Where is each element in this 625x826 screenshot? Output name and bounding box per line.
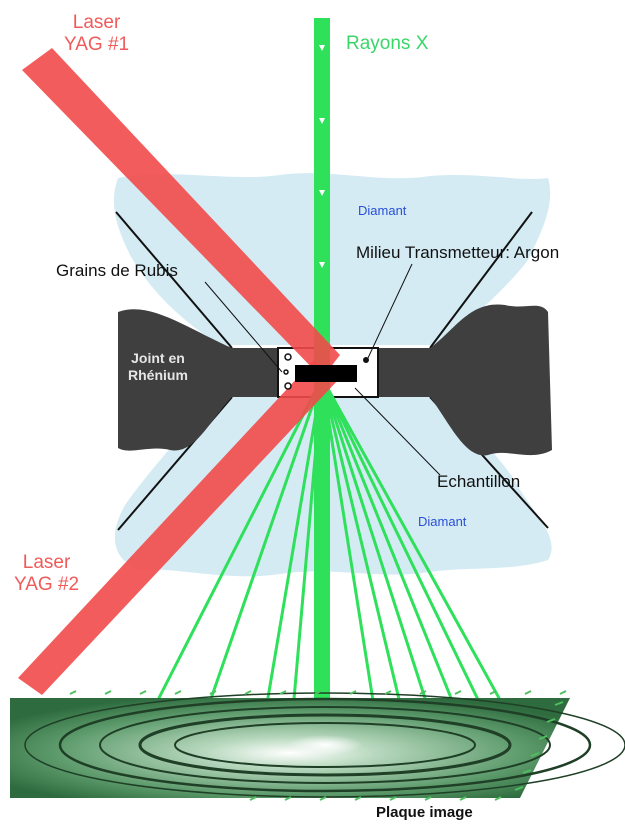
diffraction-rings bbox=[24, 692, 625, 798]
diffracted-beam bbox=[320, 377, 527, 746]
plate-tick bbox=[489, 690, 497, 695]
plate-tick bbox=[454, 690, 462, 695]
diffracted-beam bbox=[320, 377, 412, 746]
diffracted-beam bbox=[320, 377, 472, 746]
plate-tick bbox=[279, 690, 287, 695]
sample-label: Echantillon bbox=[437, 472, 521, 491]
laser-yag2-label: Laser YAG #2 bbox=[14, 552, 79, 596]
xray-label: Rayons X bbox=[346, 33, 429, 54]
diamond-top-label: Diamant bbox=[358, 203, 407, 218]
plate-tick bbox=[522, 769, 532, 774]
plate-tick bbox=[249, 796, 257, 801]
leader-lines bbox=[204, 263, 441, 476]
diffracted-beam bbox=[133, 377, 324, 746]
plate-tick bbox=[104, 690, 112, 695]
laser-yag2-label-line1: Laser bbox=[22, 552, 71, 573]
plate-tick bbox=[209, 690, 217, 695]
laser-yag2-label-line2: YAG #2 bbox=[14, 574, 80, 595]
plate-tick bbox=[314, 690, 322, 695]
plate-tick bbox=[524, 690, 532, 695]
argon-dot bbox=[363, 357, 369, 363]
plate-edge-ticks bbox=[69, 690, 567, 801]
plate-tick bbox=[284, 796, 292, 801]
sample bbox=[295, 365, 357, 382]
plate-tick bbox=[494, 796, 502, 801]
diffracted-beam bbox=[320, 377, 502, 746]
plate-tick bbox=[424, 796, 432, 801]
plate-tick bbox=[349, 690, 357, 695]
plate-tick bbox=[419, 690, 427, 695]
diffracted-beam bbox=[258, 377, 324, 746]
plate-tick bbox=[546, 718, 556, 723]
pressure-medium-label: Milieu Transmetteur: Argon bbox=[356, 243, 560, 262]
plate-tick bbox=[69, 690, 77, 695]
gasket-label-line2: Rhénium bbox=[128, 367, 188, 383]
xray-direction-arrows bbox=[319, 45, 325, 268]
diffracted-beam bbox=[193, 377, 324, 746]
plate-tick bbox=[459, 796, 467, 801]
plate-tick bbox=[559, 690, 567, 695]
image-plate-label: Plaque image bbox=[376, 804, 473, 821]
plate-tick bbox=[384, 690, 392, 695]
laser-yag1-label-line2: YAG #1 bbox=[64, 34, 130, 55]
diffracted-beam bbox=[320, 377, 442, 746]
plate-tick bbox=[244, 690, 252, 695]
beam-spot bbox=[287, 735, 363, 755]
ruby-grains-label: Grains de Rubis bbox=[56, 261, 178, 280]
plate-tick bbox=[139, 690, 147, 695]
gasket-label-line1: Joint en bbox=[131, 350, 185, 366]
diamond-bottom-label: Diamant bbox=[418, 514, 467, 529]
diffraction-beams bbox=[133, 377, 527, 746]
ruby-grains bbox=[283, 353, 292, 390]
laser-yag1-label: Laser YAG #1 bbox=[64, 12, 129, 56]
plate-tick bbox=[530, 752, 540, 757]
diffracted-beam bbox=[320, 377, 382, 746]
plate-tick bbox=[538, 735, 548, 740]
laser-yag1-label-line1: Laser bbox=[72, 12, 121, 33]
plate-tick bbox=[514, 786, 524, 791]
laser-yag2-beam bbox=[18, 360, 338, 695]
plate-tick bbox=[389, 796, 397, 801]
diamond-lower-shape bbox=[114, 395, 552, 577]
gasket-label: Joint en Rhénium bbox=[128, 350, 188, 384]
plate-tick bbox=[354, 796, 362, 801]
laser-yag1-beam bbox=[22, 48, 340, 378]
plate-tick bbox=[174, 690, 182, 695]
plate-tick bbox=[554, 701, 564, 706]
diamond-upper-shape bbox=[113, 173, 551, 345]
plate-tick bbox=[319, 796, 327, 801]
